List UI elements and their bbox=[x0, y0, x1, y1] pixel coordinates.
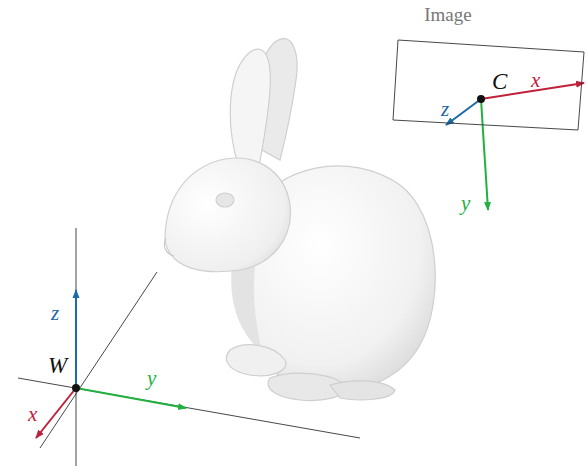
axis-label: x bbox=[531, 70, 540, 91]
frame-name: W bbox=[48, 354, 67, 377]
origin-dot bbox=[72, 384, 80, 392]
camera-axes bbox=[446, 83, 584, 210]
axis-label: y bbox=[147, 368, 156, 389]
axis-label: x bbox=[28, 404, 37, 425]
frame-name: C bbox=[492, 70, 507, 93]
axis-label: y bbox=[461, 193, 470, 214]
guide-lines bbox=[18, 228, 360, 466]
axis-label: z bbox=[51, 303, 59, 324]
plane-title: Image bbox=[424, 5, 471, 24]
axis-label: z bbox=[441, 99, 449, 120]
world-axes bbox=[36, 290, 186, 438]
plane-outline bbox=[390, 0, 587, 140]
camera-center-dot bbox=[477, 95, 485, 103]
image-plane: Image bbox=[390, 0, 587, 140]
